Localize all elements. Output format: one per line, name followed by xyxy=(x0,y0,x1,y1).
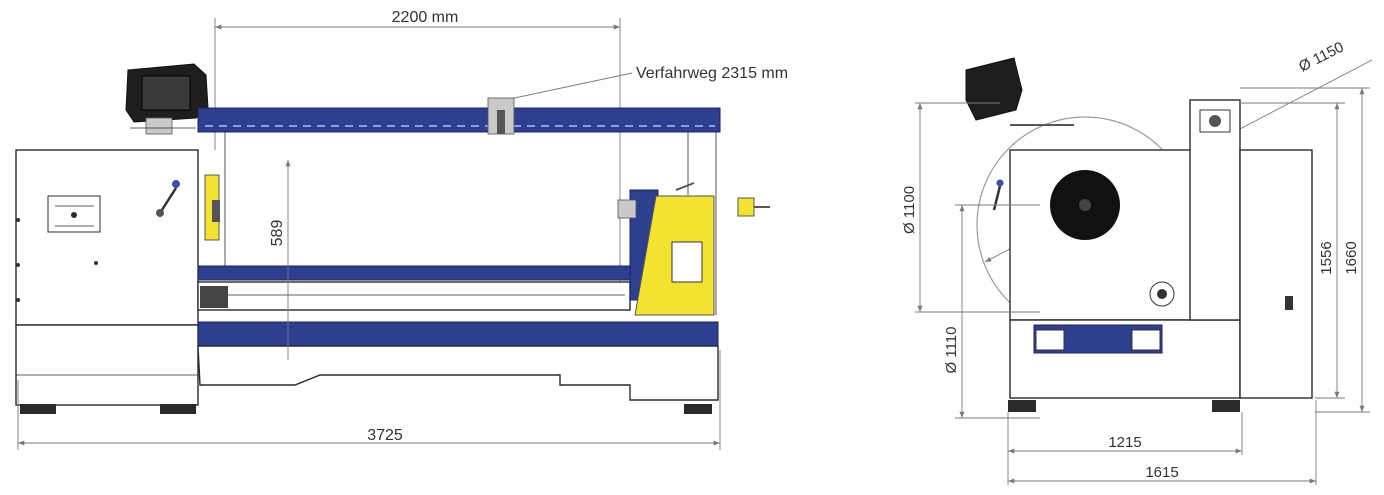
travel-path-callout: Verfahrweg 2315 mm xyxy=(504,65,788,101)
dimension-589: 589 xyxy=(269,160,291,360)
dim-label-1215: 1215 xyxy=(1108,434,1141,451)
top-rail xyxy=(197,97,721,135)
machine-feet xyxy=(20,404,712,414)
control-monitor xyxy=(125,63,209,135)
dim-label-dia-1110: Ø 1110 xyxy=(943,327,960,374)
dimension-1660: 1660 xyxy=(1240,87,1370,413)
dim-label-1615: 1615 xyxy=(1145,464,1178,481)
dimension-1215: 1215 xyxy=(1007,412,1243,485)
side-cabinet xyxy=(992,99,1313,412)
base-frame xyxy=(197,132,719,401)
front-view: 2200 mm Verfahrweg 2315 mm xyxy=(15,9,788,450)
dimension-1615: 1615 xyxy=(1008,400,1317,485)
dimension-dia-1100: Ø 1100 xyxy=(901,102,1040,313)
dimension-dia-1110: Ø 1110 xyxy=(943,204,1040,419)
main-cabinet xyxy=(15,149,199,406)
dim-label-dia-1100: Ø 1100 xyxy=(901,186,918,234)
dim-label-dia-1150: Ø 1150 xyxy=(1296,39,1347,76)
dim-label-2200: 2200 mm xyxy=(392,9,459,26)
side-control-monitor xyxy=(965,57,1074,126)
tailstock xyxy=(617,182,770,316)
dim-label-1660: 1660 xyxy=(1343,241,1360,274)
dim-label-589: 589 xyxy=(269,220,286,247)
left-spindle-disc xyxy=(204,174,220,241)
dimension-3725: 3725 xyxy=(17,350,721,450)
travel-path-label: Verfahrweg 2315 mm xyxy=(636,65,788,82)
dimension-1556: 1556 xyxy=(1240,102,1345,399)
dim-label-1556: 1556 xyxy=(1318,241,1335,274)
side-view: Ø 1150 xyxy=(901,39,1373,485)
dim-label-3725: 3725 xyxy=(367,427,403,444)
dimension-2200: 2200 mm xyxy=(214,9,621,300)
